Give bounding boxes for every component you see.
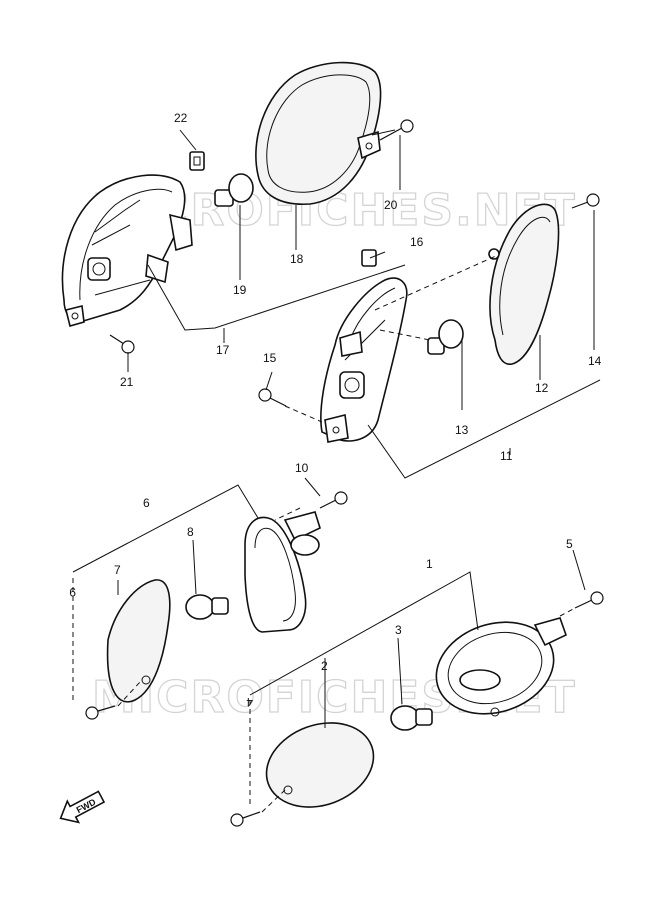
label-9: 9 [69, 585, 76, 599]
screw-9 [85, 705, 116, 720]
label-4: 4 [246, 695, 253, 709]
label-21: 21 [120, 375, 134, 389]
label-2: 2 [321, 659, 328, 673]
part-labels: 22 20 18 19 17 21 16 14 12 13 11 15 10 6… [69, 111, 602, 709]
label-1: 1 [426, 557, 433, 571]
front-left-bulb [185, 594, 229, 620]
screw-14 [571, 193, 600, 209]
label-11: 11 [500, 449, 513, 463]
rear-right-housing [320, 277, 408, 443]
rear-left-lens [255, 61, 382, 205]
rear-left-housing [61, 174, 193, 327]
label-16: 16 [410, 235, 424, 249]
front-right-housing [435, 617, 567, 717]
label-13: 13 [455, 423, 469, 437]
label-15: 15 [263, 351, 277, 365]
rear-left-bulb [214, 173, 254, 207]
label-18: 18 [290, 252, 304, 266]
screw-10 [319, 491, 348, 509]
front-right-lens [265, 722, 375, 808]
clip-nut-16 [361, 249, 377, 267]
label-20: 20 [384, 198, 398, 212]
label-14: 14 [588, 354, 602, 368]
clip-nut-22 [189, 151, 205, 171]
label-22: 22 [174, 111, 188, 125]
label-19: 19 [233, 283, 247, 297]
label-7: 7 [114, 563, 121, 577]
rear-right-lens [488, 203, 560, 365]
rear-right-bulb [427, 319, 464, 355]
screw-21 [109, 334, 135, 354]
label-6: 6 [143, 496, 150, 510]
front-left-lens [106, 579, 171, 703]
label-17: 17 [216, 343, 230, 357]
label-12: 12 [535, 381, 549, 395]
label-8: 8 [187, 525, 194, 539]
front-left-housing [244, 511, 321, 633]
label-3: 3 [395, 623, 402, 637]
front-right-bulb [390, 705, 433, 731]
screw-4 [230, 811, 261, 827]
leader-lines [72, 129, 601, 813]
forward-arrow: FWD [59, 790, 106, 824]
screw-20 [379, 119, 414, 141]
screw-5 [574, 591, 604, 609]
label-10: 10 [295, 461, 309, 475]
label-5: 5 [566, 537, 573, 551]
screw-15 [258, 388, 287, 407]
